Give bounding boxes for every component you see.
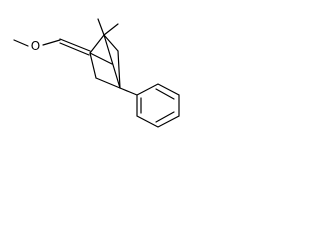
phenyl-inner-bond-1: [155, 88, 175, 100]
bond-methyl-a: [97, 18, 105, 36]
molecule-structure-diagram: O: [13, 18, 180, 128]
bond-cage-1: [89, 34, 105, 54]
bond-cage-6: [103, 34, 121, 89]
bond-cage-phenyl: [119, 87, 138, 96]
bond-double-b: [59, 42, 90, 56]
bond-oxygen-ch: [42, 39, 61, 46]
bond-methyl-oxygen: [13, 39, 29, 47]
phenyl-inner-bond-2: [155, 111, 175, 123]
bond-double-a: [59, 38, 91, 52]
bond-cage-4: [95, 77, 121, 89]
bond-cage-3: [89, 52, 97, 79]
atom-label-oxygen: O: [31, 39, 40, 53]
bond-cage-5: [117, 50, 121, 89]
bond-cage-2: [103, 34, 119, 52]
bond-methyl-b: [103, 23, 119, 36]
phenyl-ring: [136, 83, 180, 128]
bond-cage-7: [89, 52, 113, 65]
